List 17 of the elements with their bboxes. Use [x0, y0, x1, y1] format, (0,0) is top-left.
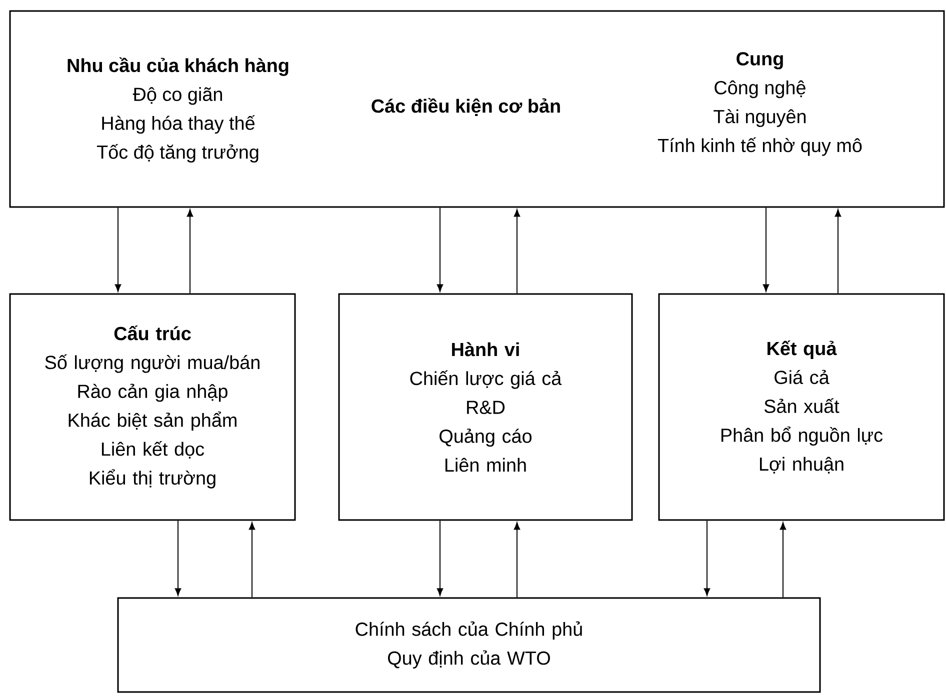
arrow: [248, 522, 256, 598]
arrow: [436, 207, 444, 292]
arrow: [834, 209, 842, 294]
structure-box: Cấu trúc Số lượng người mua/bán Rào cản gia nhập Khác biệt sản phẩm Liên kết dọc Kiểu thị trường: [9, 293, 296, 521]
arrow: [174, 520, 182, 596]
policy-box: Chính sách của Chính phủ Quy định của WTO: [117, 597, 821, 693]
arrow: [114, 207, 122, 292]
arrow: [704, 520, 710, 596]
arrow: [436, 520, 444, 596]
arrow: [514, 209, 520, 294]
arrow: [186, 209, 194, 294]
performance-box: Kết quả Giá cả Sản xuất Phân bổ nguồn lực Lợi nhuận: [658, 293, 945, 521]
conduct-box: Hành vi Chiến lược giá cả R&D Quảng cáo Liên minh: [338, 293, 633, 521]
conditions-box: Nhu cầu của khách hàng Độ co giãn Hàng hóa thay thế Tốc độ tăng trưởng Các điều kiện cơ bản Cung Công nghệ Tài nguyên Tính kinh tế nhờ quy mô: [9, 10, 945, 208]
arrow: [762, 207, 770, 292]
arrow: [780, 522, 786, 598]
arrow: [514, 522, 520, 598]
